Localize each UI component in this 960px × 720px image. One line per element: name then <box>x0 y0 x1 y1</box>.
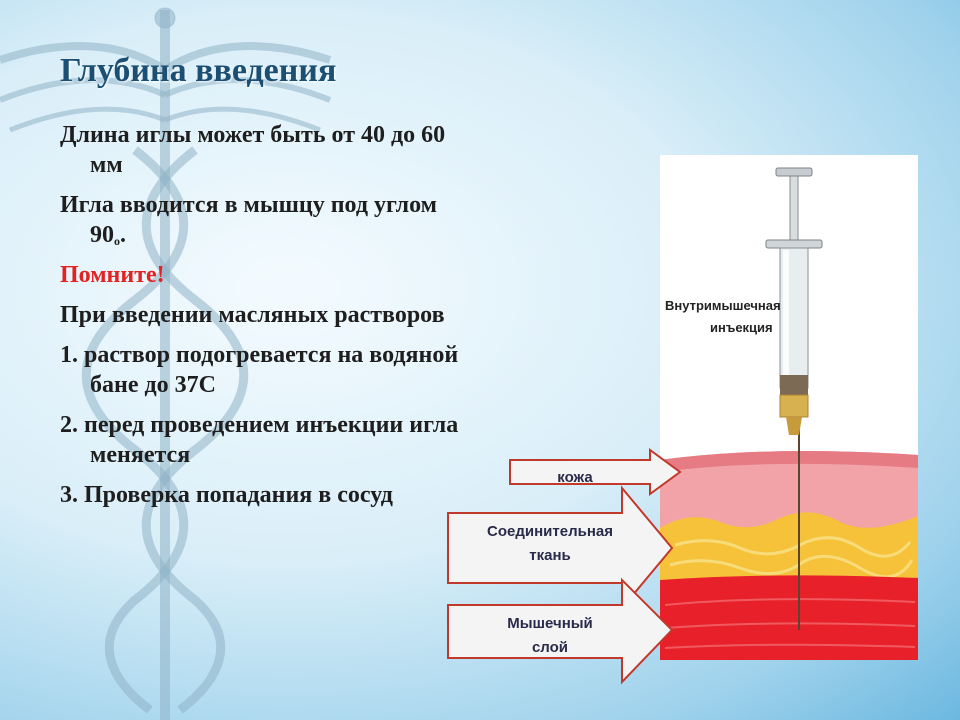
skin-top-edge <box>660 451 918 472</box>
muscle-label-line2: слой <box>532 639 568 656</box>
text-content: Длина иглы может быть от 40 до 60 мм Игл… <box>60 120 460 520</box>
connective-label-arrow: Соединительная ткань <box>447 485 674 611</box>
connective-label-line1: Соединительная <box>487 523 613 540</box>
text-line-step-1: 1. раствор подогревается на водяной бане… <box>60 342 459 398</box>
skin-label-arrow: кожа <box>509 448 682 496</box>
skin-layer <box>660 451 918 535</box>
slide-title: Глубина введения <box>60 52 337 89</box>
muscle-label-line1: Мышечный <box>507 615 593 632</box>
text-line-needle-length: Длина иглы может быть от 40 до 60 мм <box>60 122 446 178</box>
caduceus-watermark-icon <box>0 7 332 720</box>
angle-suffix: . <box>120 222 126 248</box>
muscle-layer <box>660 575 918 660</box>
text-line-remember: Помните! <box>60 262 165 288</box>
angle-text: Игла вводится в мышцу под углом 90 <box>60 192 438 248</box>
text-line-needle-angle: Игла вводится в мышцу под углом 90о. <box>60 190 460 250</box>
connective-label-line2: ткань <box>529 547 570 564</box>
text-line-oil-solutions: При введении масляных растворов <box>60 302 445 328</box>
text-line-step-2: 2. перед проведением инъекции игла меняе… <box>60 412 459 468</box>
syringe-caption-line2: инъекция <box>710 320 773 335</box>
muscle-label-arrow: Мышечный слой <box>447 577 674 685</box>
syringe-caption-line1: Внутримышечная <box>665 298 781 313</box>
syringe-icon <box>765 167 823 435</box>
muscle-texture <box>664 598 916 649</box>
text-line-step-3: 3. Проверка попадания в сосуд <box>60 482 393 508</box>
injection-diagram: Внутримышечная инъекция кожа Соединитель… <box>447 155 918 685</box>
degree-mark: о <box>114 234 120 248</box>
skin-label: кожа <box>557 469 593 486</box>
